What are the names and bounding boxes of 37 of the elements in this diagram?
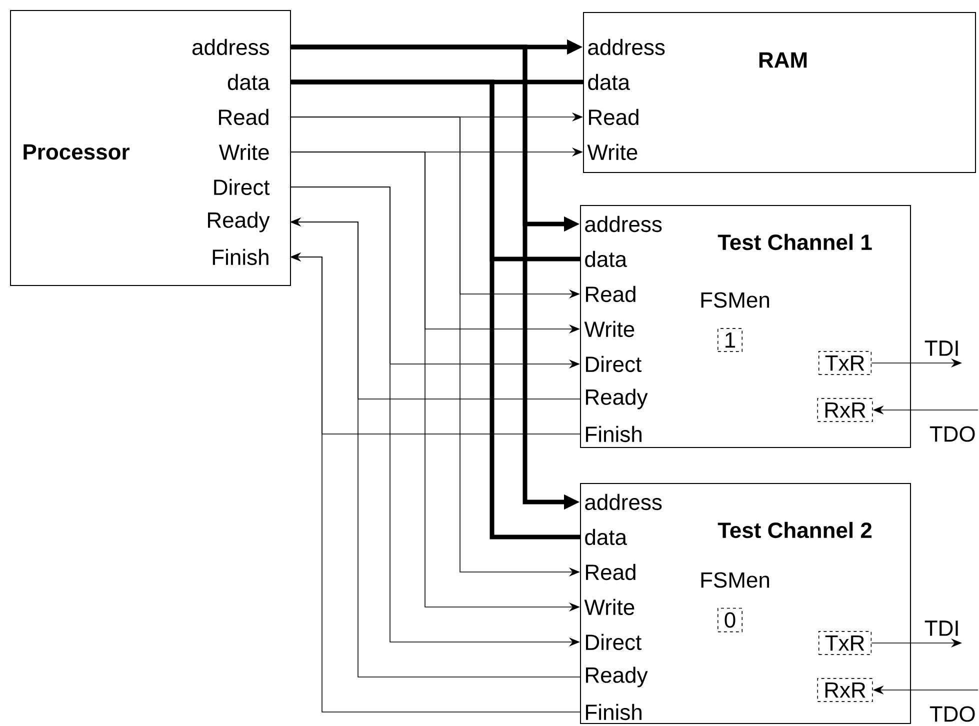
register-box: RxR xyxy=(817,678,873,702)
pin-label: TDI xyxy=(924,340,958,356)
register-box: TxR xyxy=(818,631,872,655)
port-label: Write xyxy=(584,598,634,616)
register-box: TxR xyxy=(818,351,872,375)
port-label: data xyxy=(585,250,628,268)
port-label: Write xyxy=(584,320,634,338)
port-label: Read xyxy=(589,108,638,126)
port-label: Finish xyxy=(212,248,268,266)
port-label: Read xyxy=(586,564,636,580)
register-label: FSMen xyxy=(701,292,770,308)
port-label: Direct xyxy=(214,178,270,196)
port-label: Finish xyxy=(586,704,642,720)
port-label: Write xyxy=(218,144,269,160)
port-label: Direct xyxy=(586,356,642,372)
port-label: data xyxy=(228,74,270,90)
port-label: address xyxy=(585,216,662,232)
port-label: Write xyxy=(587,144,638,160)
port-label: address xyxy=(588,38,665,56)
register-box: RxR xyxy=(817,398,873,422)
pin-label: TDO xyxy=(930,426,975,442)
port-label: data xyxy=(585,528,628,546)
port-label: address xyxy=(585,494,662,510)
port-label: Read xyxy=(586,286,636,302)
pin-label: TDI xyxy=(924,620,958,636)
register-box: 1 xyxy=(718,328,743,352)
port-label: data xyxy=(588,74,630,90)
port-label: Ready xyxy=(586,388,648,410)
pin-label: TDO xyxy=(930,706,975,722)
port-label: address xyxy=(192,38,269,56)
port-label: Finish xyxy=(586,426,642,442)
port-label: Direct xyxy=(586,634,642,650)
port-label: Ready xyxy=(586,666,648,688)
register-label: FSMen xyxy=(701,572,770,588)
port-label: Read xyxy=(219,108,268,126)
register-box: 0 xyxy=(718,608,743,632)
port-label: Ready xyxy=(208,212,270,232)
